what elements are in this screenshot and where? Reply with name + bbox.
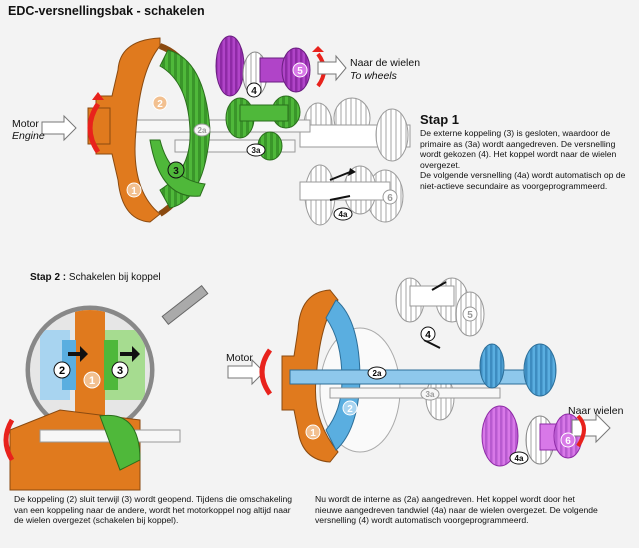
- step2-right-diagram: [227, 277, 611, 467]
- step1-title: Stap 1: [420, 112, 460, 127]
- caption-line: Nu wordt de interne as (2a) aangedreven.…: [315, 494, 575, 504]
- svg-text:3a: 3a: [252, 146, 261, 155]
- step1-line: primaire as (3a) wordt aangedreven. De v…: [420, 138, 616, 149]
- wheels-label-step2: Naar wielen: [568, 405, 624, 417]
- svg-text:2: 2: [347, 404, 353, 415]
- output-gears: [215, 35, 311, 97]
- svg-text:6: 6: [387, 193, 393, 204]
- caption-line: de wielen overgezet (schakelen bij koppe…: [14, 515, 179, 526]
- svg-text:5: 5: [297, 66, 303, 77]
- svg-text:6: 6: [565, 436, 571, 447]
- step2-title-rest: Schakelen bij koppel: [66, 272, 161, 283]
- ghost-gears-top: [299, 97, 411, 226]
- motor-label: Motor: [12, 118, 39, 130]
- svg-text:4a: 4a: [515, 454, 524, 463]
- step2-title-bold: Stap 2 :: [30, 272, 67, 283]
- svg-text:2a: 2a: [198, 126, 207, 135]
- svg-text:2: 2: [157, 99, 163, 110]
- svg-text:2: 2: [59, 365, 65, 377]
- step1-line: niet-actieve secundaire as voorgeprogram…: [420, 180, 608, 191]
- svg-text:4a: 4a: [339, 210, 348, 219]
- zoom-detail: [3, 284, 209, 491]
- markers-top: 2 1 3 2a 3a 4 4a 5 6: [126, 62, 398, 221]
- caption-line: De koppeling (2) sluit terwijl (3) wordt…: [14, 494, 293, 504]
- wheels-label-en: To wheels: [350, 70, 397, 82]
- step2-title: Stap 2 : Schakelen bij koppel: [30, 272, 161, 283]
- svg-text:3: 3: [117, 365, 123, 377]
- motor-arrow: [41, 114, 77, 142]
- step1-text: De externe koppeling (3) is gesloten, wa…: [420, 128, 632, 192]
- svg-text:3: 3: [173, 166, 179, 177]
- caption-left: De koppeling (2) sluit terwijl (3) wordt…: [14, 494, 294, 526]
- engine-label: Engine: [12, 130, 45, 142]
- step1-line: wordt gekozen (4). Het koppel wordt naar…: [420, 149, 617, 160]
- markers-zoom: 2 1 3: [53, 361, 129, 389]
- svg-text:1: 1: [89, 375, 95, 387]
- caption-right: Nu wordt de interne as (2a) aangedreven.…: [315, 494, 615, 526]
- wheels-label-nl: Naar de wielen: [350, 57, 421, 69]
- rotation-arrow-engine: [87, 102, 101, 154]
- svg-text:4: 4: [425, 330, 431, 341]
- page-title: EDC-versnellingsbak - schakelen: [8, 4, 205, 18]
- clutch-3: [159, 49, 211, 209]
- step1-line: De externe koppeling (3) is gesloten, wa…: [420, 128, 611, 138]
- wheels-arrow: [317, 54, 347, 82]
- svg-text:1: 1: [131, 186, 137, 197]
- step1-line: overgezet.: [420, 159, 461, 170]
- caption-line: versnelling (4) wordt automatisch voorge…: [315, 515, 529, 526]
- svg-text:2a: 2a: [373, 369, 382, 378]
- svg-text:1: 1: [310, 428, 316, 439]
- motor-label-step2: Motor: [226, 352, 253, 364]
- markers-right: 1 2 2a 3a 4 4a 5 6: [305, 306, 576, 465]
- svg-text:5: 5: [467, 310, 473, 321]
- caption-line: nieuwe aangedreven tandwiel (4a) naar de…: [315, 504, 598, 515]
- caption-line: van een koppeling naar de andere, wordt …: [14, 504, 291, 515]
- svg-text:4: 4: [251, 86, 257, 97]
- step1-line: De volgende versnelling (4a) wordt autom…: [420, 170, 626, 181]
- svg-text:3a: 3a: [426, 390, 435, 399]
